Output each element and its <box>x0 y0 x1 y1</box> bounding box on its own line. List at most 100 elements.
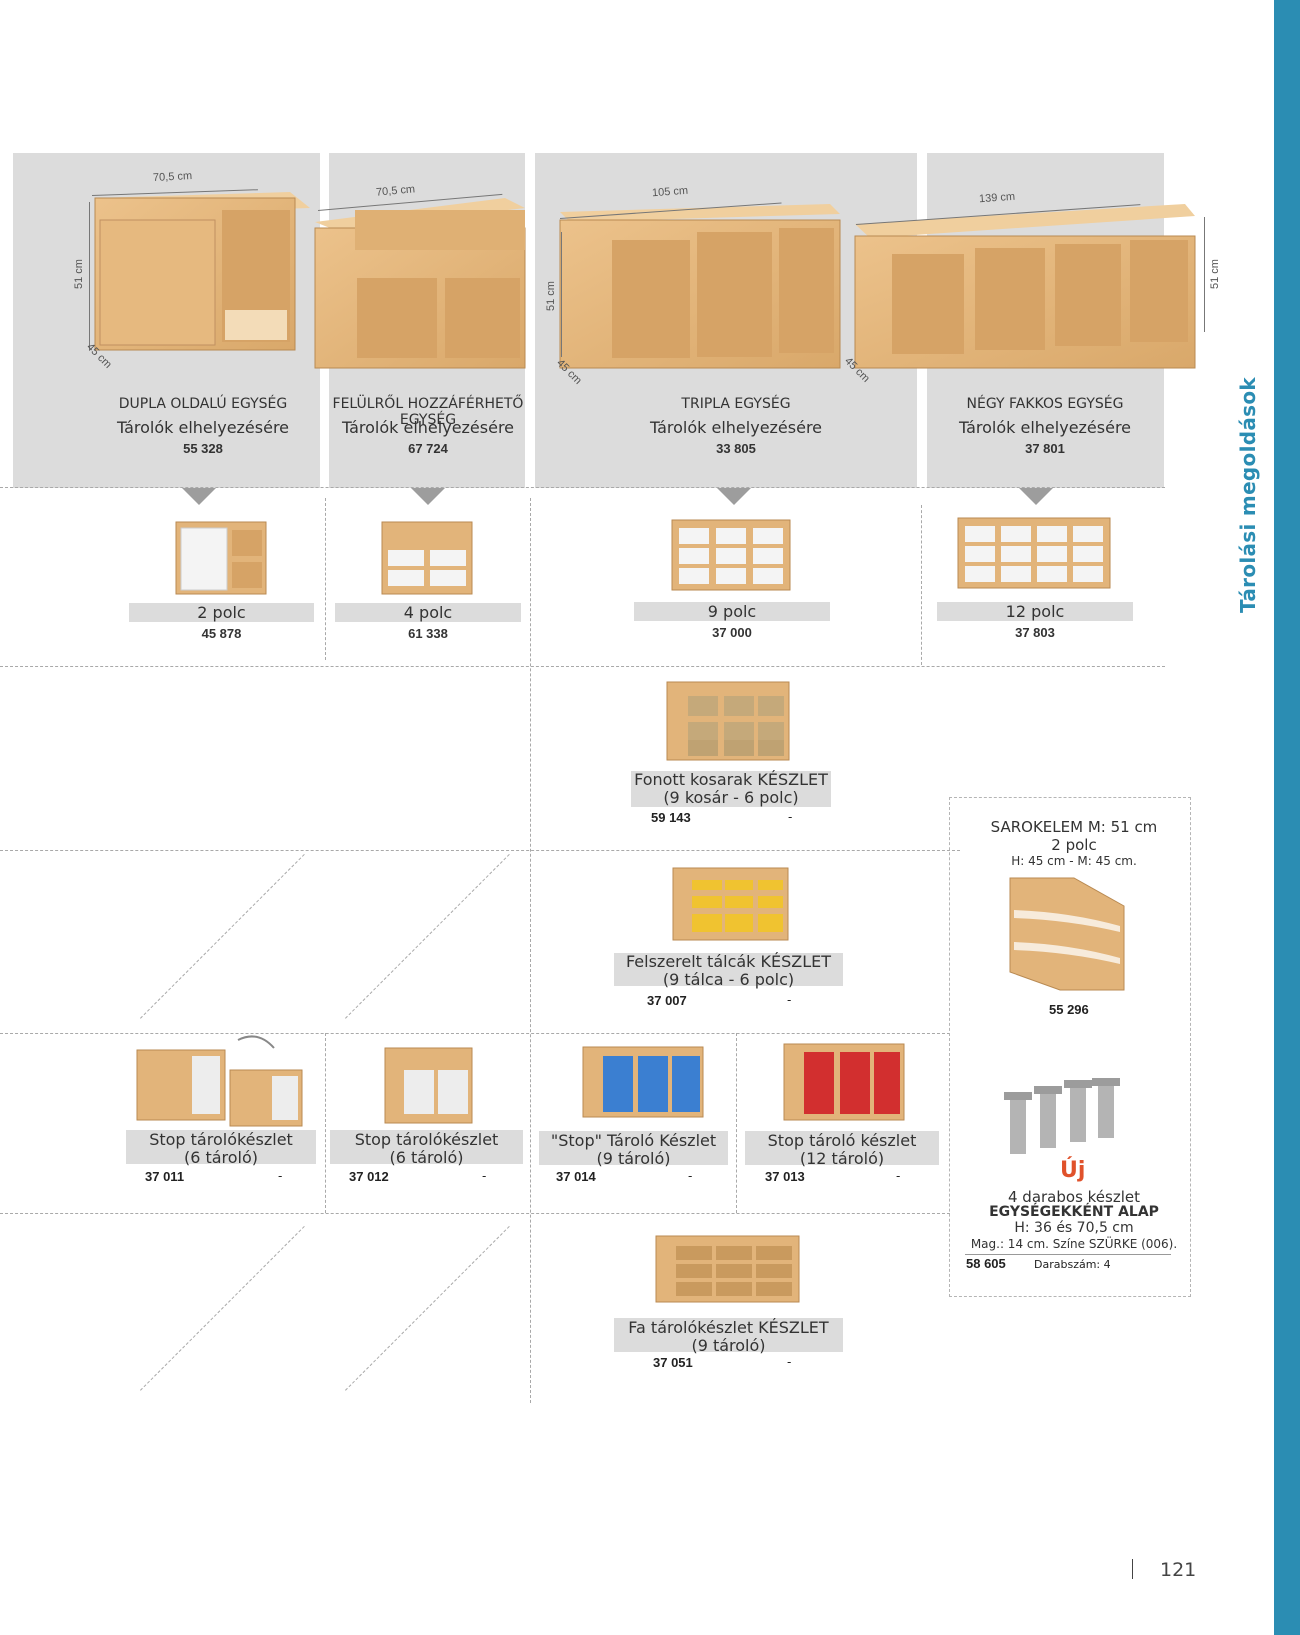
unit-name-4: NÉGY FAKKOS EGYSÉG <box>966 396 1124 412</box>
shelf-bar-4 <box>937 602 1133 621</box>
pointer-arrow-1 <box>182 488 216 505</box>
stop-set-3-image <box>582 1046 704 1118</box>
base-legs-image <box>1004 1078 1120 1154</box>
stop-set-1-image <box>136 1035 303 1127</box>
corner-code: 55 296 <box>1049 1002 1089 1017</box>
set-label-2-line2: (9 tálca - 6 polc) <box>662 970 795 989</box>
base-quantity: Darabszám: 4 <box>1034 1258 1111 1271</box>
top-units-illustration <box>94 192 1196 369</box>
corner-unit-image <box>1009 877 1125 991</box>
base-code: 58 605 <box>966 1256 1006 1271</box>
shelf-label-3: 9 polc <box>707 602 757 621</box>
set-price-3: - <box>278 1169 283 1183</box>
set-price-6: - <box>896 1169 901 1183</box>
set-label-7-line1: Fa tárolókészlet KÉSZLET <box>628 1318 829 1337</box>
set-bar-1 <box>631 771 831 807</box>
shelf-4-image <box>381 521 473 595</box>
set-label-3-line2: (6 tároló) <box>183 1148 259 1167</box>
base-line2: EGYSÉGEKKÉNT ALAP <box>989 1204 1159 1220</box>
unit-code-4: 37 801 <box>1025 441 1065 456</box>
base-divider <box>965 1254 1171 1255</box>
grid-line-v4 <box>325 1033 326 1213</box>
set-bar-5 <box>539 1131 728 1165</box>
base-line4: Mag.: 14 cm. Színe SZÜRKE (006). <box>970 1237 1178 1251</box>
wood-set-image <box>655 1235 800 1303</box>
set-bar-3 <box>126 1130 316 1164</box>
corner-dims: H: 45 cm - M: 45 cm. <box>1011 854 1137 868</box>
set-price-1: - <box>788 810 793 824</box>
pointer-arrow-4 <box>1019 488 1053 505</box>
sidebar-band <box>1274 0 1300 1635</box>
grid-line-v2 <box>530 498 531 1403</box>
shelf-images <box>175 517 1111 595</box>
shelf-label-2: 4 polc <box>403 603 453 622</box>
stop-set-4-image <box>783 1043 905 1121</box>
set-code-1: 59 143 <box>651 810 691 825</box>
set-code-6: 37 013 <box>765 1169 805 1184</box>
set-label-1-line1: Fonott kosarak KÉSZLET <box>634 770 828 789</box>
width-label-3: 105 cm <box>651 184 689 200</box>
page-number-separator <box>1132 1559 1133 1579</box>
set-label-7-line2: (9 tároló) <box>691 1336 766 1355</box>
grid-line-h5 <box>0 1213 950 1214</box>
grid-line-v1 <box>325 498 326 660</box>
set-bar-4 <box>330 1130 523 1164</box>
shelf-bar-3 <box>634 602 830 621</box>
triple-unit-image <box>559 204 841 369</box>
shelf-label-1: 2 polc <box>197 603 246 622</box>
height-label-1: 51 cm <box>72 259 85 289</box>
shelf-bar-1 <box>129 603 314 622</box>
set-bar-7 <box>614 1318 843 1352</box>
height-line-4 <box>1204 217 1205 332</box>
set-price-5: - <box>688 1169 693 1183</box>
grid-line-h2 <box>0 666 1165 667</box>
stop-set-2-image <box>384 1047 473 1124</box>
corner-and-base-box <box>949 797 1191 1297</box>
unit-sub-2: Tárolók elhelyezésére <box>341 418 515 437</box>
shelf-bar-2 <box>335 603 521 622</box>
base-line1: 4 darabos készlet <box>1007 1188 1140 1206</box>
unit-name-2: FELÜLRŐL HOZZÁFÉRHETŐ EGYSÉG <box>332 396 524 428</box>
set-price-2: - <box>787 993 792 1007</box>
corner-shelves: 2 polc <box>1051 836 1097 854</box>
set-label-5-line1: "Stop" Tároló Készlet <box>550 1131 717 1150</box>
set-label-4-line1: Stop tárolókészlet <box>354 1130 499 1149</box>
height-line-1 <box>89 202 90 350</box>
set-label-6-line1: Stop tároló készlet <box>767 1131 917 1150</box>
unit-sub-1: Tárolók elhelyezésére <box>116 418 290 437</box>
four-compartment-unit-image <box>854 204 1196 369</box>
shelf-2-image <box>175 521 267 595</box>
unit-code-1: 55 328 <box>183 441 223 456</box>
set-code-2: 37 007 <box>647 993 687 1008</box>
unit-name-1: DUPLA OLDALÚ EGYSÉG <box>118 396 288 412</box>
set-label-6-line2: (12 tároló) <box>799 1149 885 1168</box>
basket-set-image <box>666 681 790 761</box>
unit-name-3: TRIPLA EGYSÉG <box>681 396 791 412</box>
set-code-3: 37 011 <box>145 1169 185 1184</box>
double-sided-unit-image <box>94 192 310 351</box>
set-label-4-line2: (6 tároló) <box>389 1148 464 1167</box>
set-code-7: 37 051 <box>653 1355 693 1370</box>
grid-line-v5 <box>736 1033 737 1213</box>
tray-set-image <box>672 867 789 941</box>
set-price-4: - <box>482 1169 487 1183</box>
shelf-code-1: 45 878 <box>201 626 242 641</box>
shelf-code-2: 61 338 <box>408 626 448 641</box>
top-access-unit-image <box>314 198 526 369</box>
unit-code-2: 67 724 <box>408 441 448 456</box>
unit-sub-4: Tárolók elhelyezésére <box>958 418 1132 437</box>
base-line3: H: 36 és 70,5 cm <box>1014 1220 1134 1236</box>
pointer-arrow-2 <box>411 488 445 505</box>
unit-sub-3: Tárolók elhelyezésére <box>649 418 823 437</box>
shelf-code-4: 37 803 <box>1015 625 1055 640</box>
pointer-arrow-3 <box>717 488 751 505</box>
set-label-1-line2: (9 kosár - 6 polc) <box>663 788 799 807</box>
unit-code-3: 33 805 <box>716 441 756 456</box>
sidebar-title: Tárolási megoldások <box>1236 376 1260 614</box>
set-images <box>136 681 905 1303</box>
grid-line-h4 <box>0 1033 950 1034</box>
corner-title: SAROKELEM M: 51 cm <box>990 818 1158 836</box>
set-price-7: - <box>787 1355 792 1369</box>
set-label-5-line2: (9 tároló) <box>596 1149 671 1168</box>
set-bar-6 <box>745 1131 939 1165</box>
